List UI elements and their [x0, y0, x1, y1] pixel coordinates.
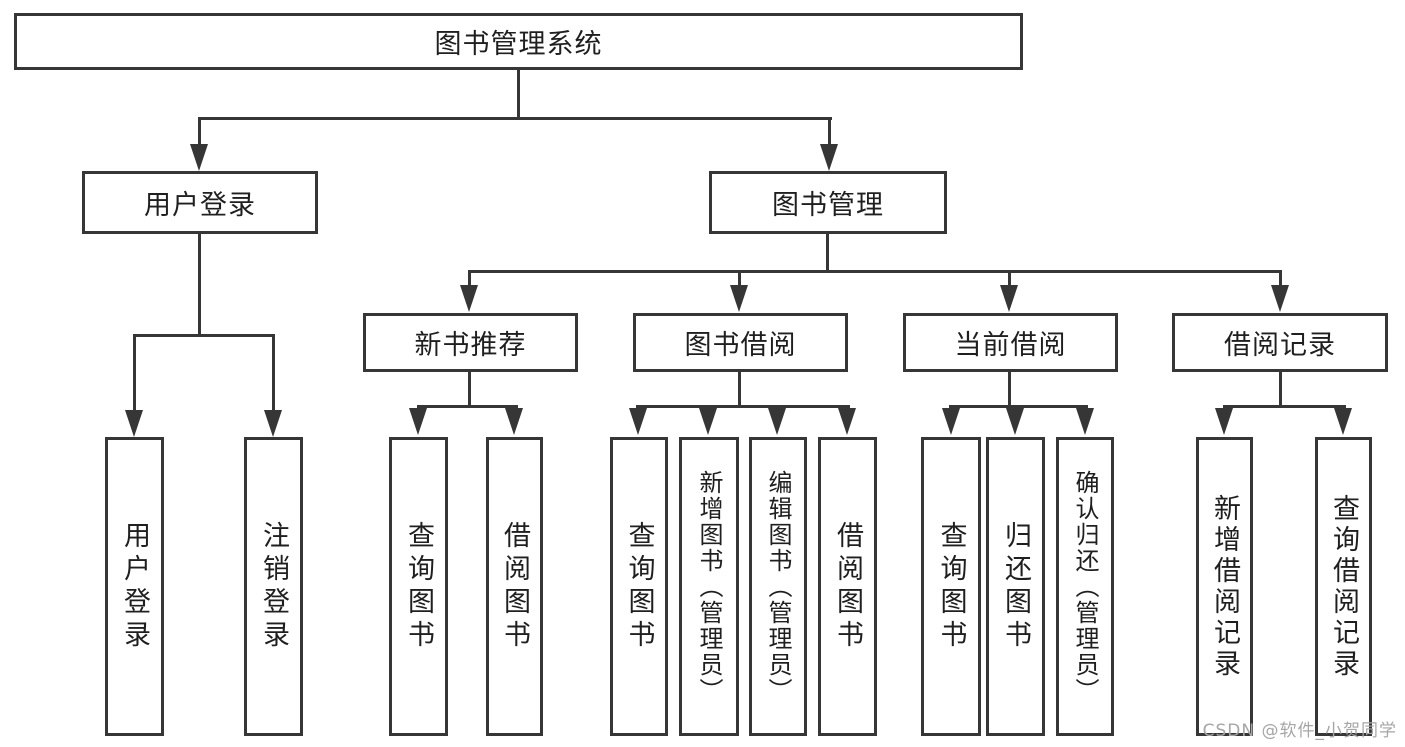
connector-line: [517, 70, 520, 118]
connector-line: [738, 371, 741, 407]
leaf-borrow-books: 借阅图书: [818, 437, 877, 736]
leaf-logout-label: 注销登录: [258, 520, 289, 653]
leaf-edit-books-admin-label: 编辑图书（管理员）: [764, 469, 792, 704]
leaf-query-borrow-record: 查询借阅记录: [1315, 437, 1372, 736]
node-borrow-records: 借阅记录: [1172, 313, 1388, 372]
connector-arrow: [505, 408, 523, 435]
connector-line: [1279, 371, 1282, 407]
connector-arrow: [1076, 408, 1094, 435]
connector-arrow: [1215, 408, 1233, 435]
node-user-login-label: 用户登录: [144, 190, 256, 221]
connector-arrow: [629, 408, 647, 435]
leaf-query-books-current: 查询图书: [921, 437, 981, 736]
leaf-return-books-label: 归还图书: [1000, 520, 1031, 653]
connector-arrow: [1000, 285, 1018, 312]
leaf-confirm-return-admin-label: 确认归还（管理员）: [1071, 469, 1099, 704]
connector-arrow: [942, 408, 960, 435]
connector-arrow: [264, 410, 282, 437]
leaf-add-books-admin: 新增图书（管理员）: [679, 437, 739, 736]
connector-arrow: [1271, 285, 1289, 312]
connector-line: [417, 405, 518, 408]
node-root-label: 图书管理系统: [434, 29, 603, 60]
connector-line: [133, 334, 136, 411]
connector-line: [828, 117, 831, 148]
node-user-login: 用户登录: [82, 171, 318, 234]
connector-line: [1008, 371, 1011, 407]
node-current-borrow-label: 当前借阅: [954, 330, 1067, 361]
connector-line: [1223, 405, 1346, 408]
leaf-logout: 注销登录: [244, 437, 303, 736]
leaf-borrow-books-recommend-label: 借阅图书: [499, 520, 530, 653]
node-current-borrow: 当前借阅: [903, 313, 1118, 372]
watermark: CSDN @软件_小贺同学: [1202, 721, 1397, 741]
connector-line: [738, 270, 741, 287]
connector-arrow: [820, 144, 838, 171]
leaf-borrow-books-recommend: 借阅图书: [486, 437, 543, 736]
leaf-query-books-recommend: 查询图书: [389, 437, 448, 736]
leaf-confirm-return-admin: 确认归还（管理员）: [1056, 437, 1114, 736]
connector-arrow: [730, 285, 748, 312]
node-book-borrow-label: 图书借阅: [684, 330, 797, 361]
connector-line: [198, 117, 201, 148]
connector-arrow: [838, 408, 856, 435]
node-book-borrow: 图书借阅: [633, 313, 848, 372]
connector-arrow: [1334, 408, 1352, 435]
connector-line: [949, 405, 1088, 408]
leaf-query-books-borrow-label: 查询图书: [623, 520, 655, 653]
connector-arrow: [409, 408, 427, 435]
leaf-borrow-books-label: 借阅图书: [832, 520, 863, 653]
connector-line: [198, 117, 832, 120]
leaf-add-borrow-record: 新增借阅记录: [1196, 437, 1253, 736]
leaf-query-books-borrow: 查询图书: [610, 437, 668, 736]
node-borrow-records-label: 借阅记录: [1224, 330, 1336, 361]
leaf-query-books-recommend-label: 查询图书: [403, 520, 434, 653]
connector-line: [1279, 270, 1282, 287]
node-root: 图书管理系统: [14, 13, 1023, 70]
node-book-management-label: 图书管理: [772, 190, 884, 221]
leaf-user-login-label: 用户登录: [119, 520, 150, 653]
connector-arrow: [1006, 408, 1024, 435]
connector-line: [468, 270, 471, 287]
node-new-book-recommend-label: 新书推荐: [414, 330, 527, 361]
connector-arrow: [699, 408, 717, 435]
node-new-book-recommend: 新书推荐: [363, 313, 578, 372]
node-book-management: 图书管理: [709, 171, 947, 234]
leaf-edit-books-admin: 编辑图书（管理员）: [749, 437, 807, 736]
leaf-add-borrow-record-label: 新增借阅记录: [1209, 493, 1240, 680]
connector-line: [468, 371, 471, 407]
leaf-query-books-current-label: 查询图书: [935, 520, 967, 653]
connector-line: [636, 405, 850, 408]
connector-line: [198, 233, 201, 337]
connector-line: [468, 270, 1282, 273]
connector-line: [826, 233, 829, 273]
leaf-return-books: 归还图书: [986, 437, 1045, 736]
leaf-user-login: 用户登录: [105, 437, 164, 736]
leaf-add-books-admin-label: 新增图书（管理员）: [695, 469, 723, 704]
connector-arrow: [460, 285, 478, 312]
connector-arrow: [125, 410, 143, 437]
connector-line: [272, 334, 275, 411]
connector-line: [1008, 270, 1011, 287]
connector-arrow: [190, 144, 208, 171]
connector-line: [133, 334, 275, 337]
connector-arrow: [768, 408, 786, 435]
leaf-query-borrow-record-label: 查询借阅记录: [1328, 493, 1359, 680]
